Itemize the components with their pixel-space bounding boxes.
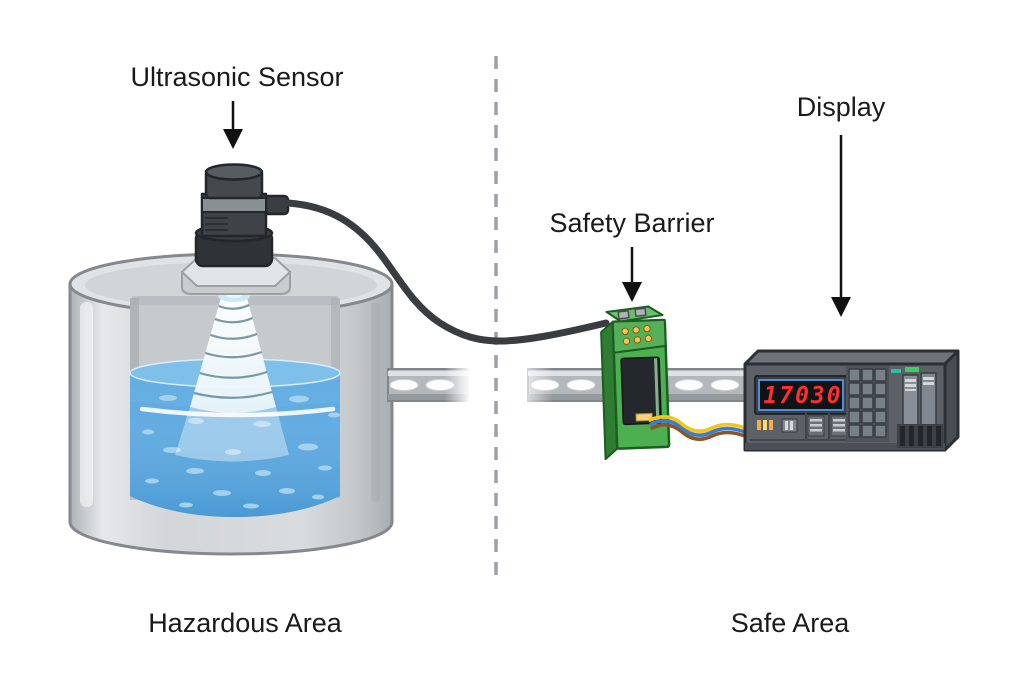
sensor-connector: [262, 194, 290, 216]
vent-slots: [897, 424, 943, 448]
liquid-reflection-line: [139, 406, 336, 418]
front-button-stack: [830, 415, 848, 437]
io-module: [920, 372, 937, 426]
label-ultrasonic-sensor: Ultrasonic Sensor: [130, 62, 343, 92]
label-hazardous-area: Hazardous Area: [148, 608, 343, 638]
display-side-face: [943, 349, 960, 452]
signal-wires: [648, 415, 752, 441]
wire-brown: [650, 423, 752, 441]
display-device: 17030: [743, 349, 960, 452]
sensor-ribs: [205, 217, 228, 231]
indicator-teal: [891, 369, 901, 373]
cone-beam: [190, 294, 276, 413]
front-switch-bar: [785, 421, 788, 430]
ultrasonic-cone: [175, 290, 289, 462]
liquid-bubbles: [142, 395, 340, 509]
tank-highlight: [80, 302, 93, 507]
display-top-face: [743, 349, 960, 366]
wire-yellow: [648, 415, 752, 433]
storage-tank: [68, 252, 394, 556]
front-button-stack: [807, 415, 825, 437]
wire-blue: [649, 419, 752, 437]
ultrasonic-sensor-device: [194, 163, 290, 268]
cone-underwater-beam: [175, 407, 289, 462]
led-screen: [758, 379, 844, 411]
sensor-cap-top: [204, 163, 264, 181]
barrier-tag: [635, 412, 653, 422]
barrier-terminal-slot: [634, 307, 647, 318]
barrier-label-panel: [620, 356, 663, 426]
label-display: Display: [797, 92, 886, 122]
indicator-green: [905, 367, 919, 372]
display-bottom-strip: [745, 443, 945, 450]
status-leds-orange: [757, 420, 773, 430]
barrier-screw-terminals: [621, 324, 653, 345]
io-module: [902, 374, 919, 426]
barrier-terminal-slot: [617, 310, 630, 320]
front-switch: [781, 418, 798, 433]
sensor-band: [201, 197, 267, 213]
cone-rings: [193, 303, 273, 399]
safety-barrier-device: [600, 305, 671, 461]
label-safe-area: Safe Area: [731, 608, 851, 638]
sensor-cable: [284, 199, 610, 345]
label-safety-barrier: Safety Barrier: [549, 208, 714, 238]
barrier-sloped-face: [611, 318, 667, 354]
led-readout: 17030: [763, 383, 842, 409]
liquid-depth-shade: [130, 373, 340, 517]
front-switch-bar: [790, 421, 793, 430]
keypad-grid: [848, 368, 887, 438]
tank-shade: [371, 302, 380, 502]
din-rail-left: [387, 368, 469, 402]
barrier-panel-edge: [654, 358, 660, 423]
